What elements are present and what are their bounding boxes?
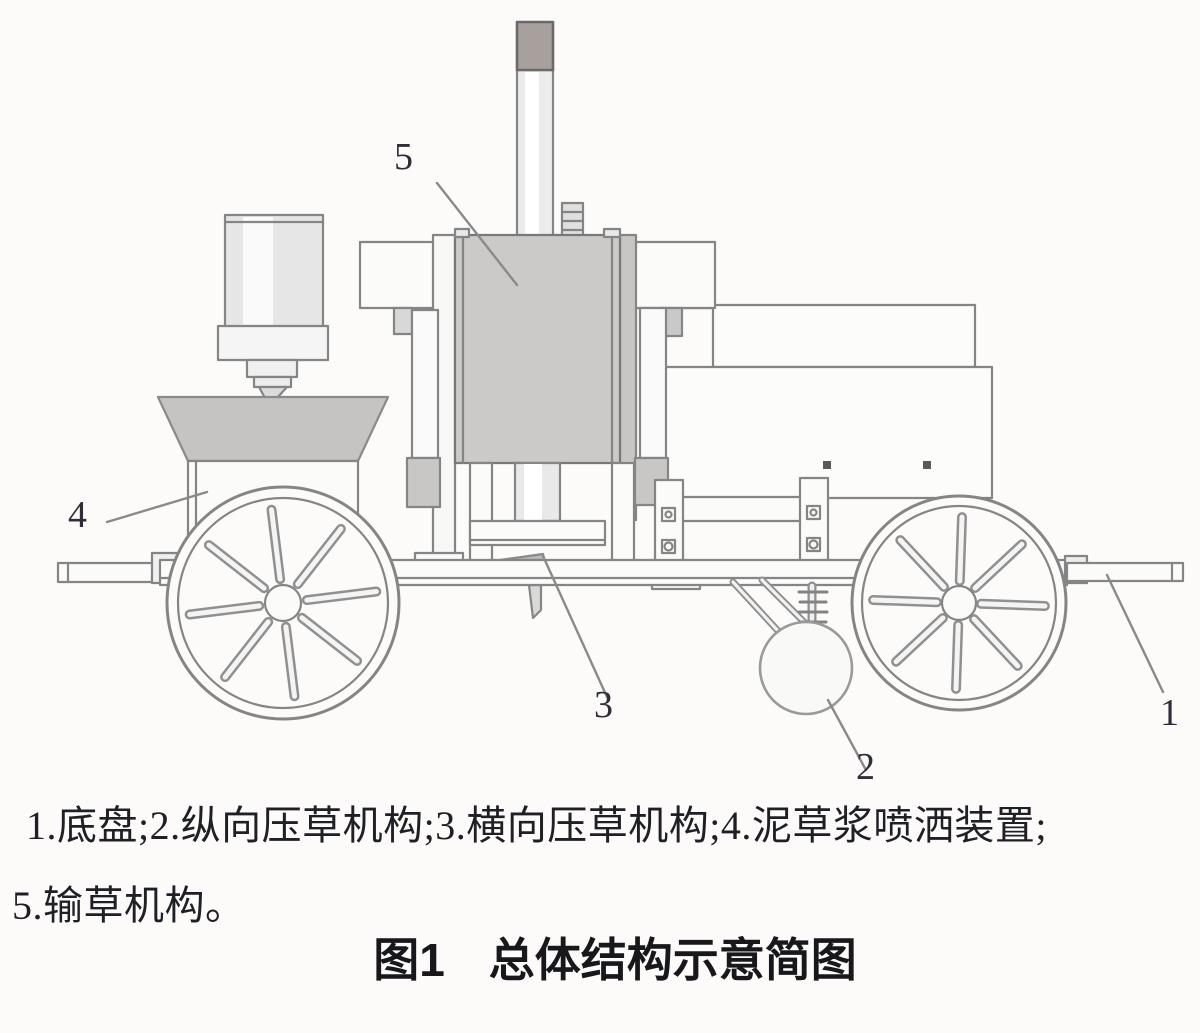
part-marker-3: 3 — [594, 684, 613, 726]
part-marker-5: 5 — [394, 136, 413, 178]
left-wheel — [165, 485, 401, 721]
machine-diagram — [56, 20, 1185, 772]
figure-caption: 图1 总体结构示意简图 — [15, 936, 1200, 984]
legend-line-1: 1.底盘;2.纵向压草机构;3.横向压草机构;4.泥草浆喷洒装置; — [26, 803, 1047, 848]
lower-press-assembly — [468, 461, 702, 620]
caption-number: 图1 — [373, 934, 445, 986]
right-wheel — [850, 494, 1068, 712]
part-marker-2: 2 — [856, 746, 875, 788]
mast-column — [515, 20, 585, 242]
hole-brackets — [653, 476, 830, 565]
right-body-panels — [618, 303, 994, 523]
press-roller-mechanism — [729, 576, 854, 716]
part-marker-1: 1 — [1160, 692, 1179, 734]
caption-title: 总体结构示意简图 — [488, 934, 857, 986]
legend-line-2: 5.输草机构。 — [12, 883, 246, 928]
part-marker-4: 4 — [68, 494, 87, 536]
leader-lines — [105, 181, 1165, 772]
